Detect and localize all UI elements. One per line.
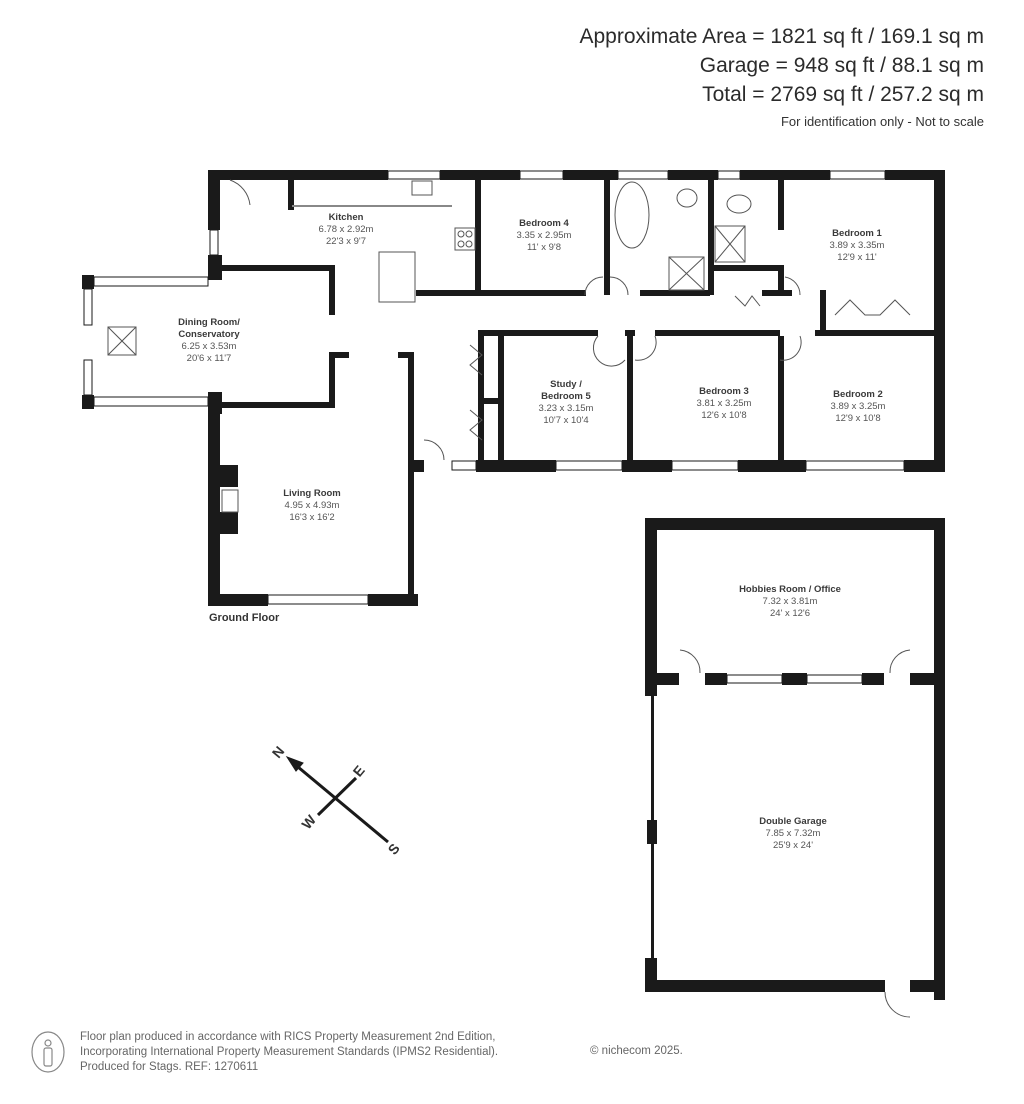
room-kitchen: Kitchen 6.78 x 2.92m 22'3 x 9'7 [318, 212, 374, 247]
room-bedroom-3: Bedroom 3 3.81 x 3.25m 12'6 x 10'8 [696, 386, 752, 421]
walls [82, 170, 945, 1000]
fixtures [107, 179, 911, 1018]
person-icon [31, 1031, 65, 1073]
room-hobbies-office: Hobbies Room / Office 7.32 x 3.81m 24' x… [739, 584, 841, 619]
footer: Floor plan produced in accordance with R… [30, 1030, 683, 1075]
windows [83, 170, 905, 684]
compass [285, 756, 389, 844]
room-bedroom-4: Bedroom 4 3.35 x 2.95m 11' x 9'8 [516, 218, 572, 253]
room-bedroom-2: Bedroom 2 3.89 x 3.25m 12'9 x 10'8 [830, 389, 886, 424]
approximate-area: Approximate Area = 1821 sq ft / 169.1 sq… [579, 25, 985, 48]
disclaimer: For identification only - Not to scale [780, 114, 984, 129]
room-study-bedroom-5: Study / Bedroom 5 3.23 x 3.15m 10'7 x 10… [538, 379, 594, 426]
garage-area: Garage = 948 sq ft / 88.1 sq m [699, 54, 984, 77]
footer-text: Floor plan produced in accordance with R… [80, 1031, 499, 1073]
room-bedroom-1: Bedroom 1 3.89 x 3.35m 12'9 x 11' [829, 228, 885, 263]
copyright: © nichecom 2025. [590, 1045, 683, 1057]
floor-label: Ground Floor [209, 612, 280, 624]
area-summary: Approximate Area = 1821 sq ft / 169.1 sq… [580, 22, 985, 132]
total-area: Total = 2769 sq ft / 257.2 sq m [702, 83, 984, 106]
room-living-room: Living Room 4.95 x 4.93m 16'3 x 16'2 [283, 488, 341, 523]
room-double-garage: Double Garage 7.85 x 7.32m 25'9 x 24' [759, 816, 827, 851]
room-dining-conservatory: Dining Room/ Conservatory 6.25 x 3.53m 2… [178, 317, 240, 364]
